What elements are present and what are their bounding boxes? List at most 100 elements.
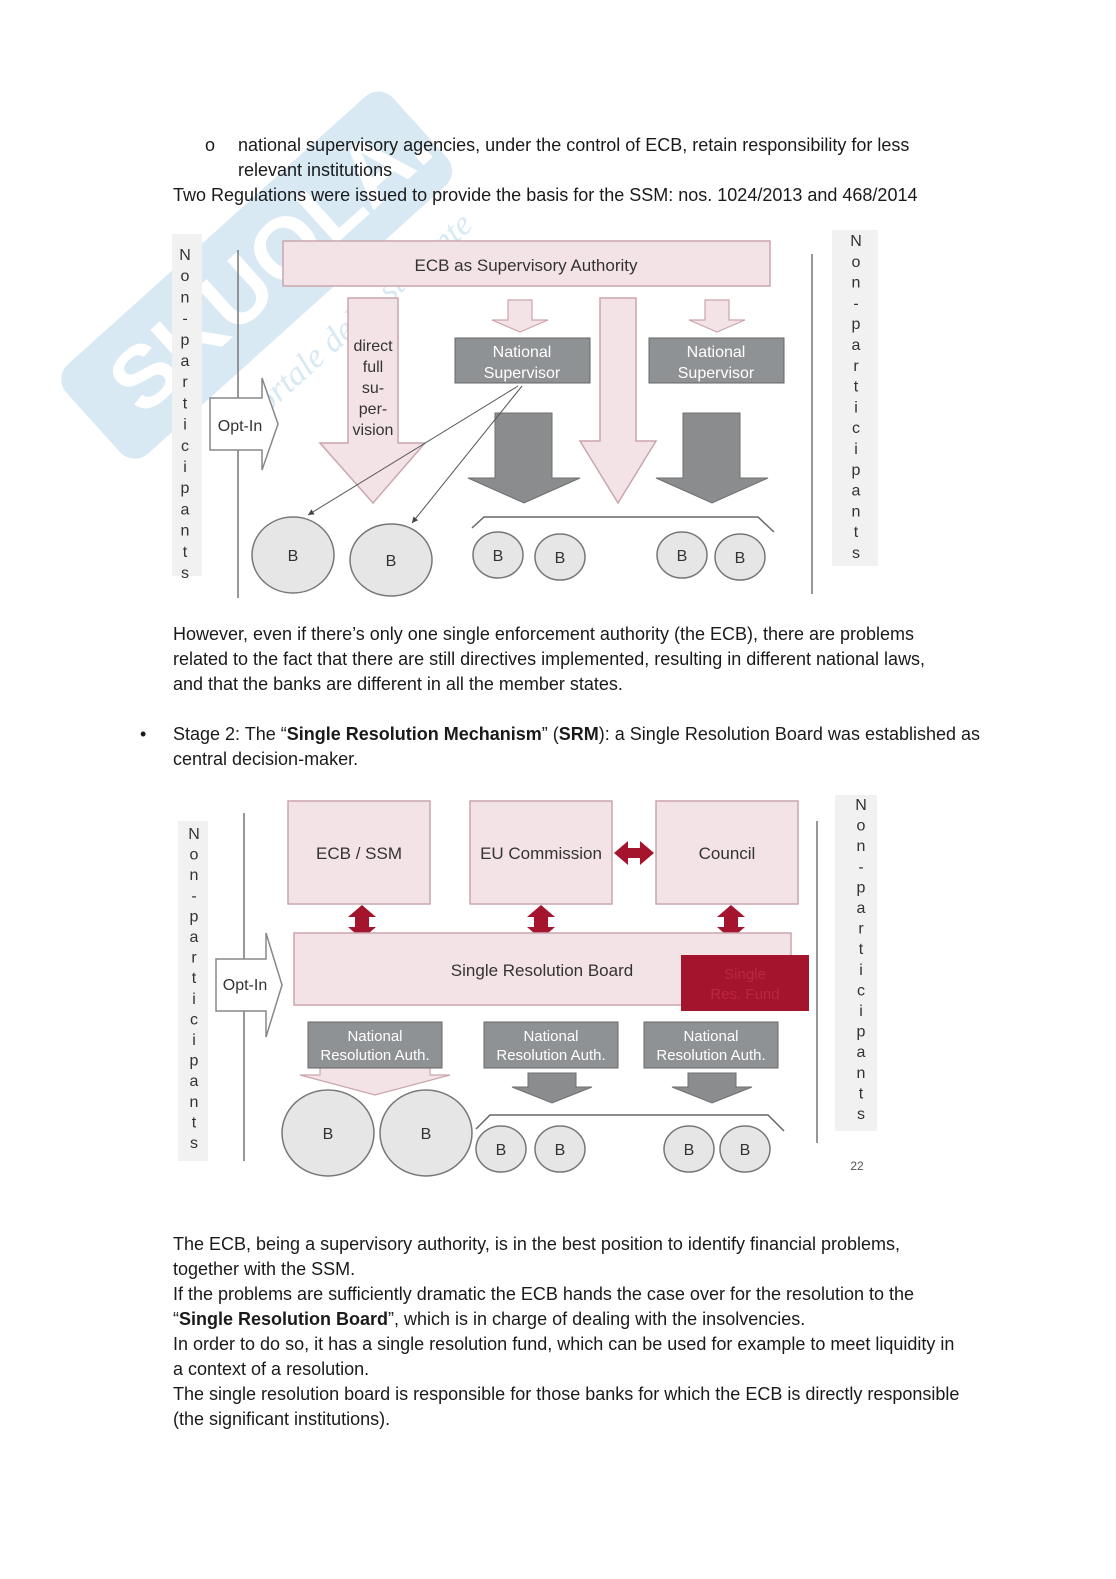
bank-circle [663, 1125, 715, 1173]
thin-arrow-to-bank-1 [307, 385, 519, 516]
bank-circle [714, 533, 766, 581]
su-label: su- [362, 380, 384, 397]
nra-1-line1: National [347, 1028, 402, 1045]
bank-circle [475, 1125, 527, 1173]
nonparticipants-letter: i [854, 399, 858, 416]
nonparticipants-letter: i [183, 417, 187, 434]
nonparticipants-letter: n [181, 289, 190, 306]
nonparticipants-letter: t [192, 970, 197, 987]
nonparticipants-letter: o [852, 254, 861, 271]
single-resolution-fund-line1: Single [724, 966, 766, 983]
nonparticipants-letter: N [850, 233, 862, 250]
thin-arrow-to-bank-2 [411, 385, 523, 524]
final-line4-open: “ [173, 1309, 179, 1329]
nonparticipants-letter: t [854, 379, 859, 396]
stage2-mid: ” ( [541, 724, 559, 744]
sub-bullet-marker: o [205, 135, 216, 155]
nonparticipants-letter: p [181, 332, 190, 349]
nonparticipants-letter: c [857, 982, 865, 999]
left-nonparticipants-strip [172, 234, 202, 576]
bank-bracket [471, 516, 775, 533]
bank-label: B [323, 1126, 334, 1143]
nonparticipants-letter: n [852, 503, 861, 520]
bank-bracket [475, 1114, 785, 1132]
bullet-marker: • [140, 724, 147, 744]
direct-supervision-arrow [318, 297, 427, 505]
nonparticipants-letter: c [181, 438, 189, 455]
final-line4-bold: Single Resolution Board [179, 1309, 389, 1329]
nonparticipants-letter: - [853, 295, 858, 312]
per-label: per- [359, 401, 387, 418]
single-resolution-fund-box [681, 955, 809, 1011]
opt-in-arrow [215, 932, 283, 1038]
nonparticipants-letter: i [192, 991, 196, 1008]
grey-arrow-national-2 [655, 412, 769, 504]
paragraph-however-2: related to the fact that there are still… [173, 649, 926, 669]
bank-label: B [677, 548, 688, 565]
stage2-line2: central decision-maker. [173, 749, 359, 769]
ecb-ssm-box [287, 800, 431, 905]
stage2-line1: Stage 2: The “Single Resolution Mechanis… [173, 722, 980, 747]
final-line1: The ECB, being a supervisory authority, … [173, 1234, 901, 1254]
final-line3: If the problems are sufficiently dramati… [173, 1284, 915, 1304]
final-line4-rest: ”, which is in charge of dealing with th… [388, 1309, 806, 1329]
nonparticipants-letter: p [857, 879, 866, 896]
bank-circle [281, 1089, 375, 1177]
nonparticipants-letter: N [188, 826, 200, 843]
small-arrow-national-2 [688, 299, 746, 333]
nonparticipants-letter: p [190, 1053, 199, 1070]
nonparticipants-letter: N [855, 797, 867, 814]
nonparticipants-letter: t [183, 395, 188, 412]
bank-label: B [493, 548, 504, 565]
nonparticipants-letter: o [857, 818, 866, 835]
final-line7: The single resolution board is responsib… [173, 1384, 960, 1404]
nra-2-line2: Resolution Auth. [496, 1047, 605, 1064]
council-label: Council [699, 844, 756, 863]
bank-label: B [740, 1142, 751, 1159]
paragraph-however-1: However, even if there’s only one single… [173, 624, 915, 644]
opt-in-arrow [209, 377, 279, 471]
nonparticipants-letter: p [181, 480, 190, 497]
opt-in-label: Opt-In [218, 418, 262, 435]
nonparticipants-letter: i [859, 962, 863, 979]
right-nonparticipants-strip [835, 795, 877, 1131]
nonparticipants-letter: a [852, 337, 861, 354]
bank-circle [534, 1125, 586, 1173]
nonparticipants-letter: p [857, 1024, 866, 1041]
bank-label: B [684, 1142, 695, 1159]
nonparticipants-letter: o [190, 847, 199, 864]
nonparticipants-letter: r [858, 921, 864, 938]
full-label: full [363, 359, 383, 376]
final-line8: (the significant institutions). [173, 1409, 391, 1429]
nonparticipants-letter: n [857, 838, 866, 855]
grey-arrow-nra-3 [671, 1072, 753, 1104]
sub-bullet-line1: national supervisory agencies, under the… [238, 135, 910, 155]
nonparticipants-letter: t [854, 524, 859, 541]
stage2-srm-name: Single Resolution Mechanism [286, 724, 542, 744]
nonparticipants-letter: o [181, 268, 190, 285]
national-resolution-authority-box-1 [307, 1021, 443, 1069]
nonparticipants-letter: i [859, 1003, 863, 1020]
national-supervisor-1-line2: Supervisor [484, 365, 561, 382]
nonparticipants-letter: a [190, 929, 199, 946]
nonparticipants-letter: s [857, 1106, 865, 1123]
paragraph-however-3: and that the banks are different in all … [173, 674, 623, 694]
bank-circle [349, 523, 433, 597]
nonparticipants-letter: i [854, 441, 858, 458]
nonparticipants-letter: r [191, 950, 197, 967]
nra-1-line2: Resolution Auth. [320, 1047, 429, 1064]
nonparticipants-letter: n [190, 867, 199, 884]
national-supervisor-box-1 [454, 337, 591, 384]
nonparticipants-letter: s [190, 1135, 198, 1152]
eu-commission-label: EU Commission [480, 844, 602, 863]
single-resolution-board-label: Single Resolution Board [451, 961, 633, 980]
left-nonparticipants-strip [178, 821, 208, 1161]
stage2-suffix: ): a Single Resolution Board was establi… [598, 724, 981, 744]
bank-label: B [421, 1126, 432, 1143]
nonparticipants-letter: p [852, 316, 861, 333]
national-supervisor-box-2 [648, 337, 785, 384]
